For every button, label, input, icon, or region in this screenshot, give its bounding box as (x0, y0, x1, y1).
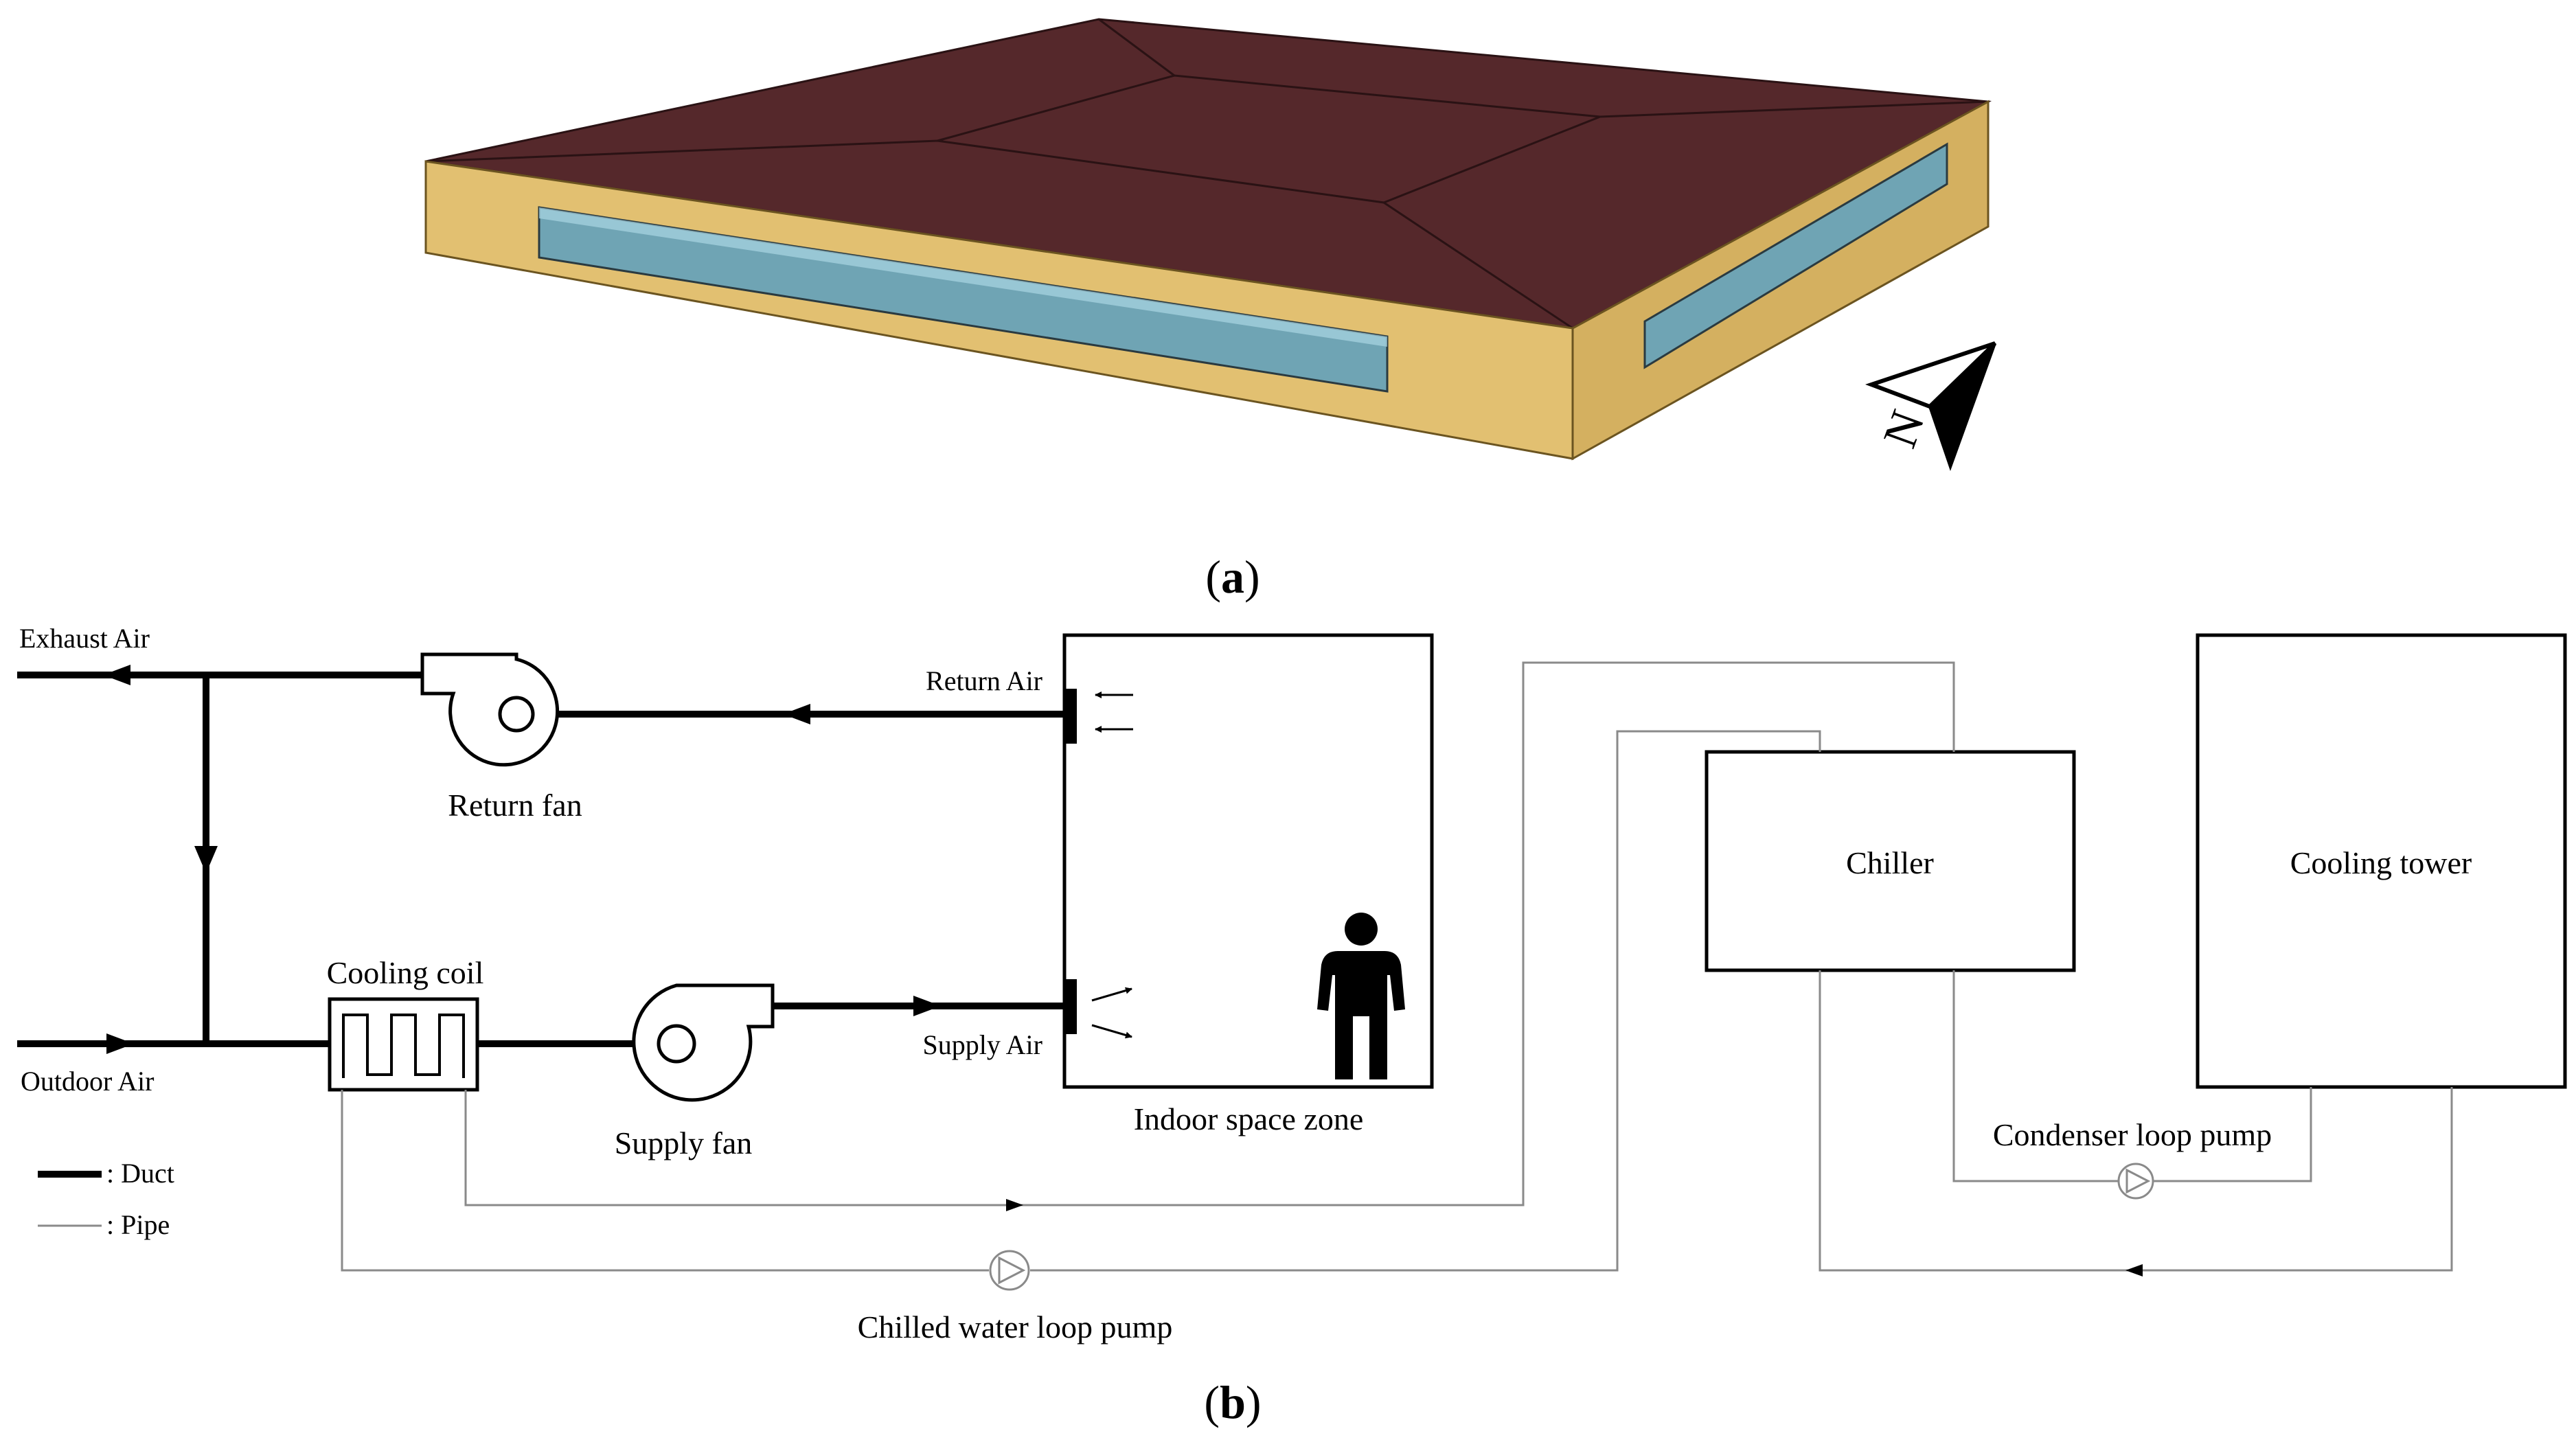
north-label: N (1873, 404, 1935, 455)
return-fan-label: Return fan (448, 788, 582, 823)
outdoor-air-label: Outdoor Air (21, 1066, 154, 1097)
cooling-tower-box (2196, 633, 2567, 1089)
supply-fan-label: Supply fan (615, 1125, 753, 1160)
roof-ridge-back (937, 74, 1601, 204)
return-arrow (783, 704, 810, 724)
supply-air-arrows (1091, 987, 1132, 1039)
condenser-return-arrow (2125, 1264, 2143, 1277)
chilled-water-return-pipe (341, 1090, 989, 1272)
supply-air-label: Supply Air (923, 1029, 1042, 1060)
exhaust-air-label: Exhaust Air (19, 623, 150, 654)
outdoor-arrow (106, 1033, 134, 1054)
cooling-tower-label: Cooling tower (2290, 845, 2472, 880)
supply-air-arrow-1 (1091, 987, 1132, 1002)
supply-fan-housing (632, 983, 775, 1102)
chiller-label: Chiller (1846, 845, 1934, 880)
supply-fan-hub (657, 1024, 696, 1064)
cooling-coil-label: Cooling coil (327, 955, 484, 990)
return-fan-hub (498, 696, 535, 733)
caption-b: (b) (1204, 1376, 1261, 1428)
pipes (341, 661, 2453, 1272)
person-body (1317, 951, 1405, 1079)
cooling-coil (328, 997, 479, 1092)
supply-arrow (913, 996, 941, 1016)
chilled-water-supply-pipe (464, 661, 1955, 1206)
supply-diffuser (1064, 979, 1077, 1034)
caption-a: (a) (1205, 551, 1259, 603)
person-icon (1317, 913, 1405, 1079)
cooling-coil-serpentine (342, 1014, 465, 1078)
condenser-pump (2117, 1163, 2154, 1200)
condenser-supply-pipe (1952, 970, 2119, 1182)
roof-ridge-corner-2 (1599, 100, 1989, 118)
return-fan-housing (420, 652, 560, 767)
condenser-supply-pipe-2 (2153, 1087, 2312, 1182)
person-head (1345, 913, 1378, 946)
north-arrow-wing (1928, 342, 1996, 472)
condenser-pump-triangle (2125, 1168, 2151, 1194)
north-arrow: N (1865, 341, 1997, 472)
recirc-arrow (194, 846, 218, 873)
legend-duct-label: : Duct (106, 1158, 174, 1189)
pipe-arrows (1006, 1199, 2143, 1277)
legend-pipe-label: : Pipe (106, 1209, 170, 1240)
duct-arrows (103, 665, 941, 1054)
supply-fan (632, 983, 775, 1102)
chiller-box (1705, 750, 2076, 972)
return-diffuser (1064, 689, 1077, 744)
front-window-sill (539, 207, 1387, 347)
chilled-water-return-pipe-2 (1030, 730, 1821, 1272)
return-air-arrows (1095, 691, 1133, 733)
indoor-zone-label: Indoor space zone (1134, 1101, 1364, 1136)
chilled-pump-triangle (998, 1256, 1026, 1285)
roof-ridge-corner-1 (1098, 18, 1175, 77)
return-fan (420, 652, 560, 767)
supply-air-arrow-2 (1091, 1024, 1132, 1039)
cooling-coil-box (328, 997, 479, 1092)
building-model (424, 18, 1992, 461)
chilled-water-pump (989, 1250, 1030, 1291)
chilled-supply-arrow (1006, 1199, 1023, 1211)
side-window (1643, 142, 1948, 369)
chilled-pump-label: Chilled water loop pump (858, 1309, 1173, 1344)
legend: : Duct : Pipe (38, 1158, 174, 1240)
roof-ridge (425, 139, 1573, 330)
condenser-pump-label: Condenser loop pump (1993, 1117, 2272, 1152)
exhaust-arrow (103, 665, 130, 685)
return-air-label: Return Air (926, 665, 1042, 696)
